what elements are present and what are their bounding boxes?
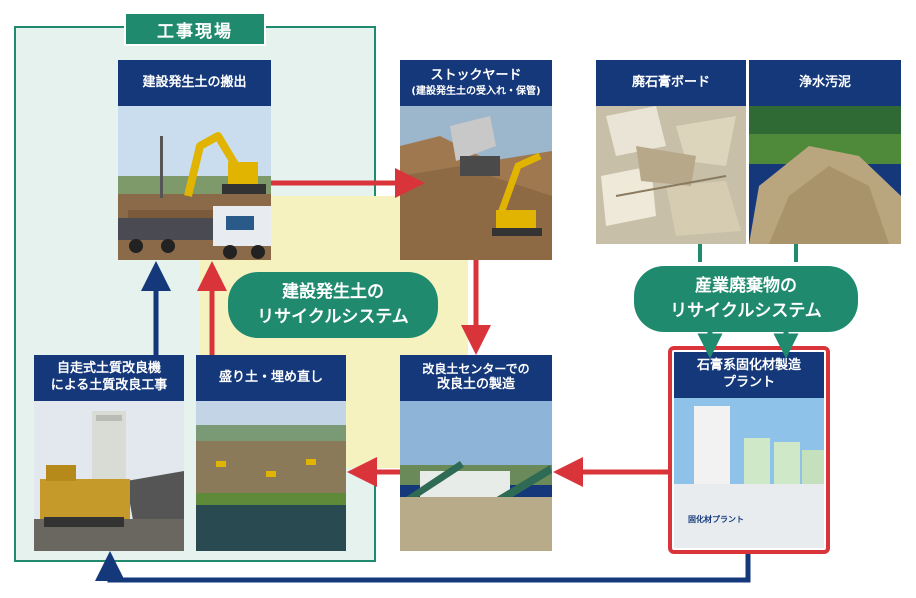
industrial-recycling-line-2: リサイクルシステム bbox=[670, 301, 822, 321]
photo-fill-backfill bbox=[196, 401, 346, 551]
card-stockyard-sublabel: (建設発生土の受入れ・保管) bbox=[411, 85, 541, 97]
card-plant-label-2: プラント bbox=[722, 375, 775, 390]
plant-sign: 固化材プラント bbox=[688, 515, 744, 524]
card-excavation-label: 建設発生土の搬出 bbox=[142, 74, 247, 90]
soil-recycling-line-1: 建設発生土の bbox=[282, 281, 384, 302]
card-gypsum-plant: 石膏系固化材製造 プラント 固化材プラント bbox=[674, 352, 824, 548]
industrial-recycling-system-label: 産業廃棄物の リサイクルシステム bbox=[634, 266, 858, 332]
card-center-label-2: 改良土の製造 bbox=[436, 377, 515, 393]
card-water-sludge: 浄水汚泥 bbox=[749, 60, 901, 244]
card-stockyard: ストックヤード (建設発生土の受入れ・保管) bbox=[400, 60, 552, 260]
card-fill-backfill-label: 盛り土・埋め直し bbox=[218, 369, 323, 385]
site-title: 工事現場 bbox=[124, 12, 266, 46]
card-fill-backfill: 盛り土・埋め直し bbox=[196, 355, 346, 551]
card-plant-label-1: 石膏系固化材製造 bbox=[696, 358, 801, 374]
photo-water-sludge bbox=[749, 106, 901, 244]
card-stockyard-label: ストックヤード bbox=[430, 68, 522, 84]
card-water-sludge-label: 浄水汚泥 bbox=[798, 74, 851, 90]
card-center-label-1: 改良土センターでの bbox=[422, 361, 530, 376]
card-self-propelled-label-2: による土質改良工事 bbox=[50, 378, 168, 393]
photo-self-propelled bbox=[34, 401, 184, 551]
card-excavation: 建設発生土の搬出 bbox=[118, 60, 271, 260]
photo-gypsum-plant bbox=[674, 398, 824, 548]
gypsum-plant-highlight-frame bbox=[668, 346, 830, 554]
card-self-propelled-label-1: 自走式土質改良機 bbox=[56, 361, 161, 377]
card-self-propelled-improvement: 自走式土質改良機 による土質改良工事 bbox=[34, 355, 184, 551]
photo-improved-soil-center bbox=[400, 401, 552, 551]
card-gypsum-board-label: 廃石膏ボード bbox=[631, 74, 710, 90]
arrow-plant-to-selfprop bbox=[95, 551, 751, 583]
card-improved-soil-center: 改良土センターでの 改良土の製造 bbox=[400, 355, 552, 551]
soil-recycling-system-label: 建設発生土の リサイクルシステム bbox=[228, 272, 438, 338]
industrial-recycling-line-1: 産業廃棄物の bbox=[695, 275, 797, 296]
card-gypsum-board: 廃石膏ボード bbox=[596, 60, 746, 244]
photo-excavation bbox=[118, 106, 271, 260]
photo-gypsum-board bbox=[596, 106, 746, 244]
soil-recycling-line-2: リサイクルシステム bbox=[257, 307, 409, 327]
photo-stockyard bbox=[400, 106, 552, 260]
